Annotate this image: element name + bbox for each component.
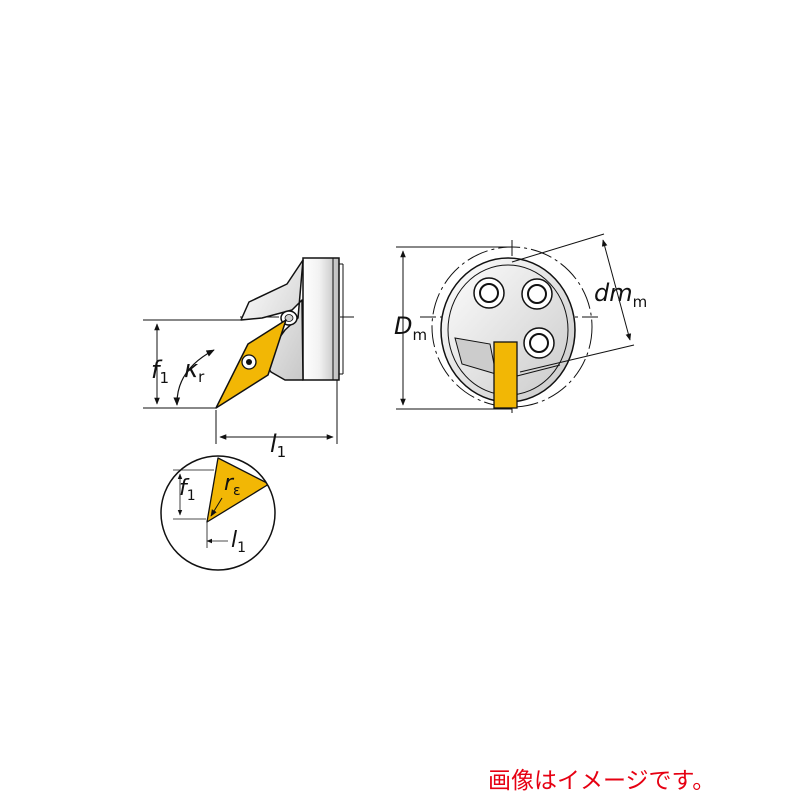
front-view: [396, 233, 635, 413]
front-insert: [493, 341, 518, 409]
label-f1: f1: [151, 356, 169, 387]
label-dm: Dm: [394, 312, 427, 344]
label-detail-f1: f1: [179, 476, 196, 504]
bolt-hole-top-right: [521, 278, 553, 310]
label-re: rε: [224, 471, 241, 499]
image-disclaimer-caption: 画像はイメージです。: [488, 768, 716, 794]
kr-angle-arc: [173, 349, 215, 406]
label-detail-l1: l1: [231, 528, 246, 556]
detail-circle: [160, 455, 276, 571]
shank-cylinder: [302, 257, 340, 381]
detail-insert: [206, 457, 270, 523]
label-kappa-r: κr: [184, 355, 205, 386]
dmm-dimension-line: [601, 239, 632, 341]
side-view: [143, 257, 358, 444]
label-dmm: dmm: [594, 279, 647, 311]
bolt-hole-top-left: [473, 277, 505, 309]
label-l1: l1: [270, 430, 286, 461]
bolt-hole-bottom-right: [523, 327, 555, 359]
re-arrow: [210, 497, 223, 517]
corner-detail: [160, 455, 276, 571]
